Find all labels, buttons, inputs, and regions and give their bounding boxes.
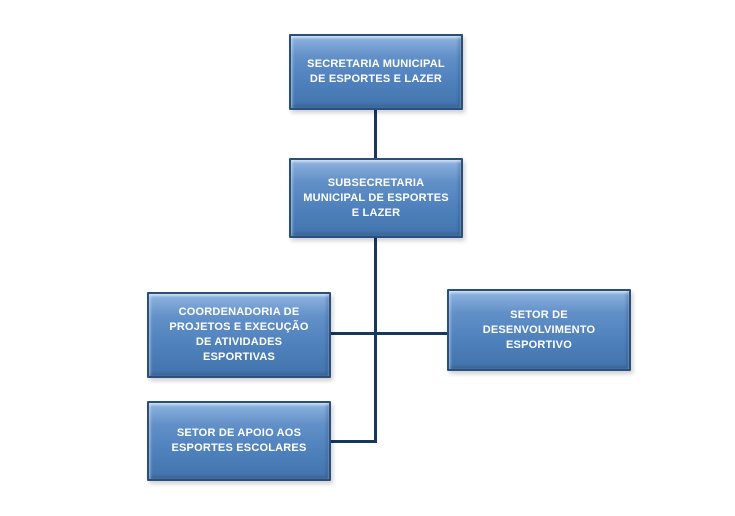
org-node-apoio-label: SETOR DE APOIO AOS ESPORTES ESCOLARES [171,427,307,454]
connector-apoio-branch [331,440,377,443]
org-node-subsecretaria-label: SUBSECRETARIA MUNICIPAL DE ESPORTES E LA… [303,176,449,219]
org-node-coordenadoria: COORDENADORIA DE PROJETOS E EXECUÇÃO DE … [147,292,331,378]
org-node-desenvolvimento: SETOR DE DESENVOLVIMENTO ESPORTIVO [447,289,631,371]
connector-trunk-vertical [374,238,377,443]
org-node-apoio: SETOR DE APOIO AOS ESPORTES ESCOLARES [147,401,331,481]
org-node-desenvolvimento-label: SETOR DE DESENVOLVIMENTO ESPORTIVO [482,308,596,351]
org-node-coordenadoria-label: COORDENADORIA DE PROJETOS E EXECUÇÃO DE … [169,306,309,363]
connector-coordenadoria-desenvolvimento [331,332,447,335]
connector-secretaria-subsecretaria [374,110,377,158]
org-node-subsecretaria: SUBSECRETARIA MUNICIPAL DE ESPORTES E LA… [289,158,463,238]
org-node-secretaria: SECRETARIA MUNICIPAL DE ESPORTES E LAZER [289,34,463,110]
org-node-secretaria-label: SECRETARIA MUNICIPAL DE ESPORTES E LAZER [307,58,445,85]
